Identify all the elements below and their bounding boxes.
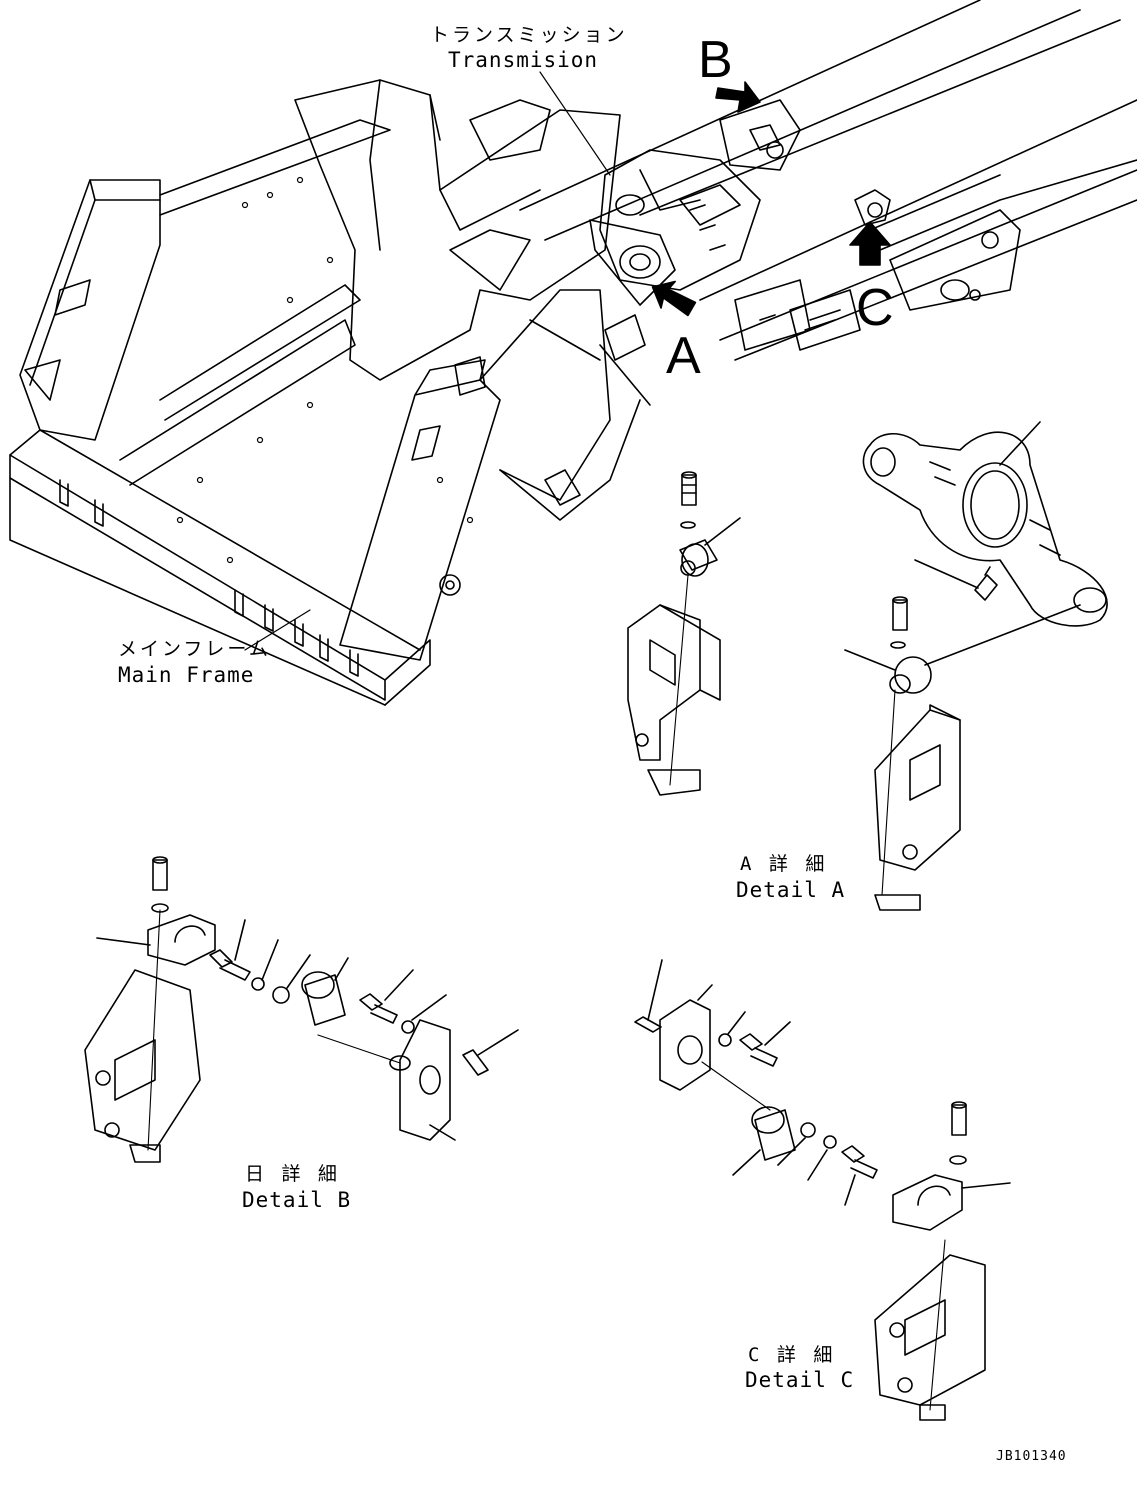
- main-frame-label-en: Main Frame: [118, 663, 255, 687]
- drawing-code: JB101340: [996, 1449, 1067, 1464]
- detail-b-label-jp: 日 詳 細: [245, 1163, 340, 1185]
- transmission-label-en: Transmision: [448, 48, 599, 72]
- detail-a-parts: [628, 422, 1107, 910]
- callout-label-c: C: [856, 279, 894, 337]
- main-frame-assembly: [10, 80, 640, 705]
- detail-b-label-en: Detail B: [242, 1188, 352, 1212]
- callout-label-b: B: [698, 31, 733, 89]
- detail-c-parts: [635, 960, 1010, 1420]
- main-frame-label-jp: メインフレーム: [118, 638, 271, 660]
- detail-c-label-jp: C 詳 細: [748, 1344, 836, 1366]
- callout-arrows: [645, 82, 890, 321]
- transmission-label-jp: トランスミッション: [430, 24, 628, 46]
- leader-lines: [245, 72, 610, 650]
- detail-a-label-en: Detail A: [736, 878, 846, 902]
- detail-b-parts: [85, 857, 518, 1162]
- transmission-assembly: [520, 0, 1137, 405]
- detail-a-label-jp: A 詳 細: [740, 853, 828, 875]
- detail-c-label-en: Detail C: [745, 1368, 855, 1392]
- callout-label-a: A: [666, 327, 701, 385]
